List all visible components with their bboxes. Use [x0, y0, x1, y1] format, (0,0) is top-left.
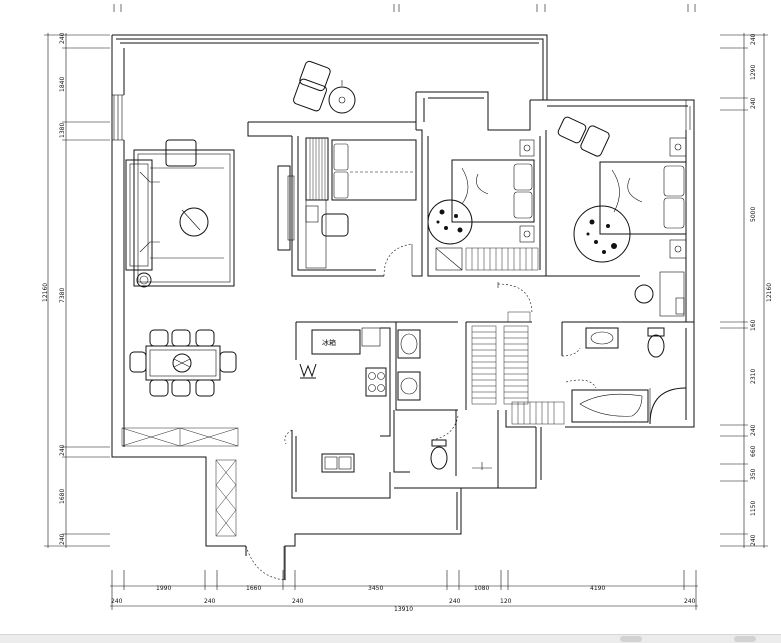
- door-leaves: [283, 244, 499, 580]
- bathroom-1: [397, 329, 492, 470]
- dining-table: [129, 329, 237, 397]
- bottom-dim-total: 13910: [394, 606, 413, 613]
- sofa-set: [125, 139, 235, 288]
- right-dim-1: 240: [750, 33, 757, 45]
- left-dim-5: 240: [59, 444, 66, 456]
- bottom-dim-7: 240: [449, 598, 461, 605]
- left-dim-4: 7380: [59, 288, 66, 303]
- left-dim-6: 1680: [59, 489, 66, 504]
- top-ticks: [113, 4, 696, 12]
- bottom-dimension-chain: 240 1990 240 1660 240 3450 240 1080 120 …: [110, 570, 698, 613]
- left-dim-total: 12160: [42, 283, 49, 302]
- right-dim-4: 5000: [750, 207, 757, 222]
- right-dim-total: 12160: [766, 283, 773, 302]
- bedroom-1-bed: [305, 137, 417, 269]
- interior-walls: [291, 129, 694, 499]
- tv-cabinet: [277, 165, 295, 251]
- sideboard-cabinet: [121, 427, 239, 537]
- right-dim-7: 240: [750, 424, 757, 436]
- bottom-scrollbar[interactable]: [0, 634, 781, 643]
- right-dim-3: 240: [750, 97, 757, 109]
- bottom-dim-6: 3450: [368, 585, 383, 592]
- right-dim-6: 2310: [750, 369, 757, 384]
- right-dim-9: 350: [750, 468, 757, 480]
- bottom-dim-4: 1660: [246, 585, 261, 592]
- bedroom-armchair: [557, 116, 610, 157]
- right-dim-8: 660: [750, 445, 757, 457]
- right-dimension-chain: 240 1290 240 5000 160 2310 240 660 350 1…: [720, 33, 773, 548]
- left-dimension-chain: 240 1840 1380 7380 240 1680 240 12160: [42, 32, 110, 548]
- left-dim-2: 1840: [59, 77, 66, 92]
- bottom-dim-1: 240: [111, 598, 123, 605]
- bottom-dim-9: 120: [500, 598, 512, 605]
- bottom-dim-11: 240: [684, 598, 696, 605]
- master-bed-right: [573, 137, 687, 317]
- door-swings: [245, 243, 597, 581]
- right-dim-10: 1150: [750, 501, 757, 516]
- exterior-walls: [111, 34, 695, 580]
- window-segments: [112, 94, 691, 141]
- bottom-dim-5: 240: [292, 598, 304, 605]
- bottom-dim-10: 4190: [590, 585, 605, 592]
- bottom-dim-2: 1990: [156, 585, 171, 592]
- balcony-lounge-chair: [293, 60, 356, 114]
- kitchen: 冰箱: [299, 327, 387, 473]
- bottom-dim-8: 1080: [474, 585, 489, 592]
- scrollbar-thumb[interactable]: [620, 636, 642, 642]
- master-bathroom: [571, 327, 687, 425]
- scrollbar-thumb-2[interactable]: [734, 636, 756, 642]
- right-dim-11: 240: [750, 534, 757, 546]
- left-dim-1: 240: [59, 32, 66, 44]
- right-dim-5: 160: [750, 319, 757, 331]
- right-dim-2: 1290: [750, 65, 757, 80]
- master-bed-center: [427, 139, 539, 271]
- closet-hatch: [471, 311, 565, 425]
- left-dim-7: 240: [59, 533, 66, 545]
- bottom-dim-3: 240: [204, 598, 216, 605]
- fridge-label: 冰箱: [322, 338, 336, 347]
- left-dim-3: 1380: [59, 123, 66, 138]
